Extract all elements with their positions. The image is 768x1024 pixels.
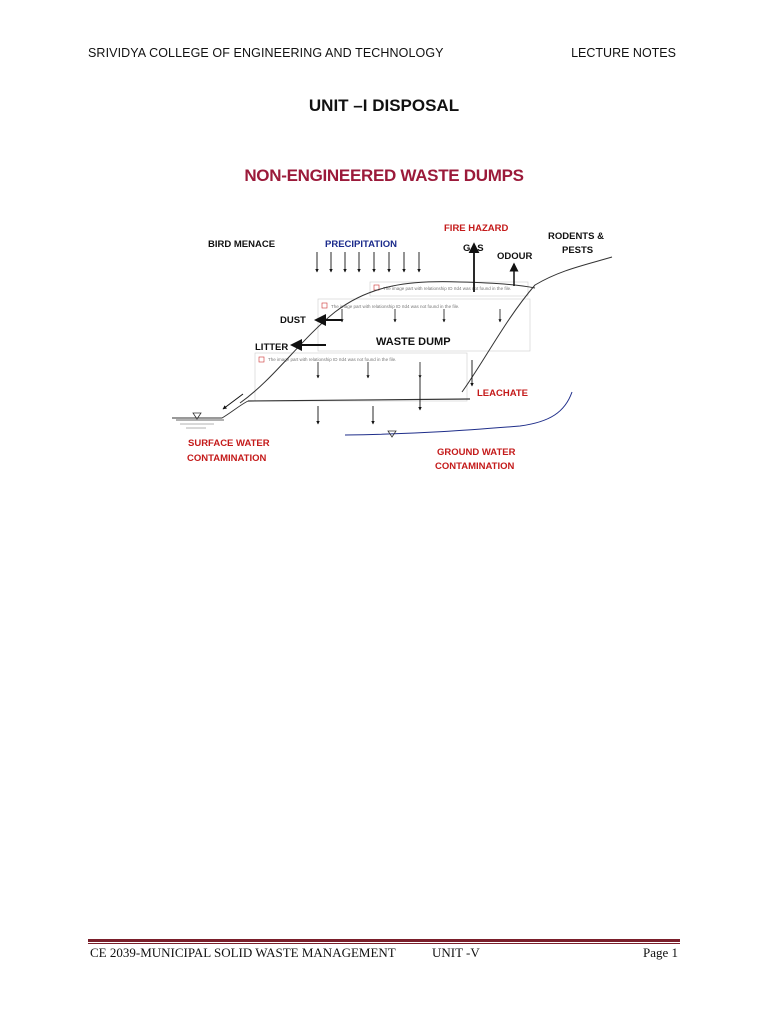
label-waste-dump: WASTE DUMP (376, 336, 451, 348)
label-surface-water-line1: SURFACE WATER (188, 438, 270, 449)
ground-water-level-icon (387, 430, 397, 438)
footer-course: CE 2039-MUNICIPAL SOLID WASTE MANAGEMENT (90, 945, 396, 960)
ground-water-line (344, 391, 573, 436)
ground-profile-line (239, 281, 536, 404)
broken-image-text-2: The image part with relationship ID rId4… (331, 304, 459, 309)
figure-title: NON-ENGINEERED WASTE DUMPS (244, 166, 524, 185)
label-gas: GAS (463, 243, 484, 254)
label-bird-menace: BIRD MENACE (208, 239, 275, 250)
ground-left-line (172, 400, 249, 419)
header-institution: SRIVIDYA COLLEGE OF ENGINEERING AND TECH… (88, 46, 444, 60)
precipitation-arrows (315, 252, 421, 273)
footer-unit: UNIT -V (432, 945, 480, 960)
dump-slope-line (461, 256, 613, 393)
leachate-arrows (316, 360, 474, 425)
label-leachate: LEACHATE (477, 388, 528, 399)
broken-image-text-1: The image part with relationship ID rId4… (383, 286, 511, 291)
footer-rule-thin (88, 943, 680, 944)
label-fire-hazard: FIRE HAZARD (444, 223, 509, 234)
label-ground-water-line2: CONTAMINATION (435, 461, 514, 472)
surface-water-level-icon (192, 412, 202, 420)
label-surface-water-line2: CONTAMINATION (187, 453, 266, 464)
label-ground-water-line1: GROUND WATER (437, 447, 516, 458)
label-odour: ODOUR (497, 251, 533, 262)
unit-title: UNIT –I DISPOSAL (308, 96, 460, 115)
broken-image-text-3: The image part with relationship ID rId4… (268, 357, 396, 362)
waste-dump-diagram: The image part with relationship ID rId4… (172, 223, 613, 472)
footer-page-number: Page 1 (642, 945, 678, 960)
runoff-arrow (222, 393, 244, 410)
infiltration-arrows (316, 309, 502, 379)
footer-rule (88, 939, 680, 942)
label-rodents-line2: PESTS (562, 245, 593, 256)
label-litter: LITTER (255, 342, 288, 353)
label-dust: DUST (280, 315, 306, 326)
dump-base-line (247, 398, 471, 402)
header-doc-type: LECTURE NOTES (571, 46, 676, 60)
label-rodents-line1: RODENTS & (548, 231, 604, 242)
label-precipitation: PRECIPITATION (325, 239, 397, 250)
